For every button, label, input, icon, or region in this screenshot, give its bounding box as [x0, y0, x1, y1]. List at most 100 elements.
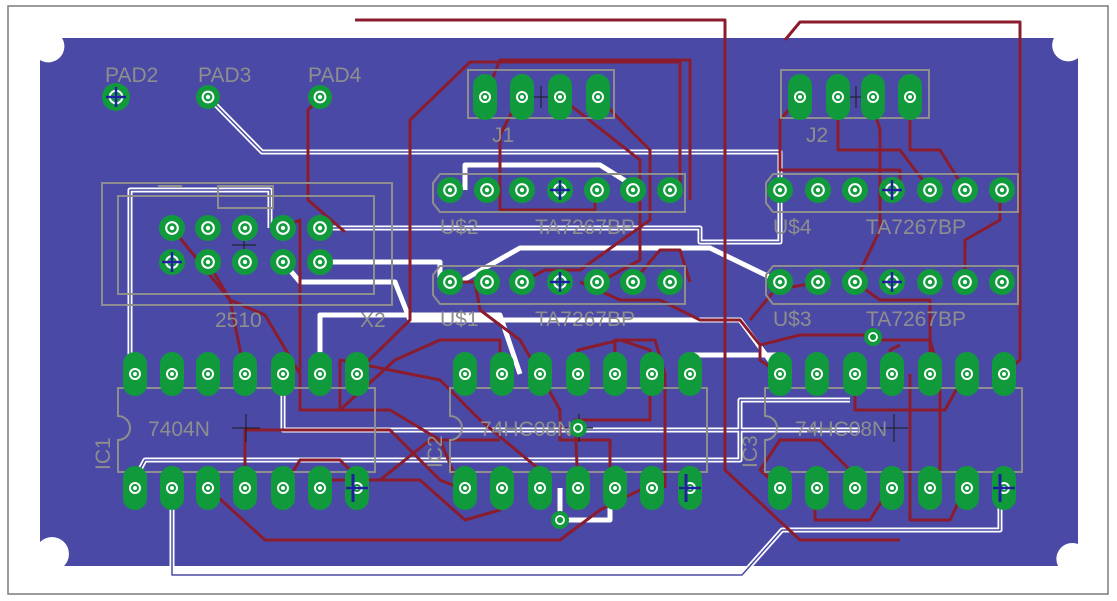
pad-us1-4: [547, 269, 573, 295]
pad-us4-4: [879, 177, 905, 203]
label-pad2: PAD2: [105, 64, 158, 87]
pad-ic3-top-7: [992, 352, 1016, 396]
pad-x2-top-2: [195, 215, 221, 241]
pad-ic1-bot-3: [196, 466, 220, 510]
pad-ic1-top-4: [233, 352, 257, 396]
pad-ic2-top-3: [528, 352, 552, 396]
pad-us3-2: [805, 269, 831, 295]
label-ic1-value: 7404N: [148, 418, 210, 441]
pad-ic1-top-5: [271, 352, 295, 396]
pad-ic1-top-1: [123, 352, 147, 396]
pad-x2-bot-4: [270, 249, 296, 275]
pad-ic1-top-7: [345, 352, 369, 396]
label-us4: U$4: [773, 216, 812, 239]
pad-us4-6: [952, 177, 978, 203]
label-us3-value: TA7267BP: [866, 308, 966, 331]
labels-layer: PAD2 PAD3 PAD4 J1 J2 U$2 TA7267BP U$4 TA…: [92, 64, 966, 470]
pad-us3-4: [879, 269, 905, 295]
pad-us2-1: [437, 177, 463, 203]
pad-x2-bot-1: [159, 249, 185, 275]
pad-us2-2: [474, 177, 500, 203]
pad-ic3-bot-1: [768, 466, 792, 510]
label-j1: J1: [492, 124, 514, 147]
label-pad4: PAD4: [308, 64, 362, 87]
pad-j2-4: [898, 74, 922, 120]
pad-j2-3: [861, 74, 885, 120]
pad-ic2-bot-3: [528, 466, 552, 510]
pad-us4-5: [917, 177, 943, 203]
pad-j2-2: [826, 74, 850, 120]
pad-ic1-bot-7: [345, 466, 369, 510]
pad-x2-bot-3: [232, 249, 258, 275]
label-x2: X2: [360, 309, 386, 332]
pad-j2-1: [788, 74, 812, 120]
pad-us1-1: [437, 269, 463, 295]
pad-ic1-bot-5: [271, 466, 295, 510]
via-3: [864, 328, 882, 346]
pad-us3-5: [917, 269, 943, 295]
label-us2-value: TA7267BP: [535, 216, 635, 239]
pad-ic3-top-3: [843, 352, 867, 396]
pad-pad2: [102, 83, 130, 111]
pad-us2-4: [547, 177, 573, 203]
pad-ic2-bot-1: [453, 466, 477, 510]
pad-ic2-top-4: [566, 352, 590, 396]
pad-pad4: [308, 85, 332, 109]
label-x2-value: 2510: [215, 309, 262, 332]
pad-x2-top-4: [270, 215, 296, 241]
pad-ic3-top-1: [768, 352, 792, 396]
via-2: [551, 511, 569, 529]
label-ic2-value: 74HC08N: [480, 418, 572, 441]
pad-ic2-bot-2: [490, 466, 514, 510]
pad-ic1-top-6: [308, 352, 332, 396]
pad-ic2-top-1: [453, 352, 477, 396]
pad-ic2-bot-5: [603, 466, 627, 510]
pad-ic2-bot-4: [566, 466, 590, 510]
pad-us2-7: [657, 177, 683, 203]
pad-j1-4: [586, 74, 610, 120]
label-us1: U$1: [440, 308, 479, 331]
label-ic3: IC3: [739, 435, 762, 468]
pad-ic2-bot-7: [678, 466, 702, 510]
pads-layer: [102, 74, 1016, 529]
label-us1-value: TA7267BP: [535, 308, 635, 331]
pad-j1-3: [548, 74, 572, 120]
pad-ic3-top-6: [955, 352, 979, 396]
pad-ic1-top-3: [196, 352, 220, 396]
label-us3: U$3: [773, 308, 812, 331]
pad-us1-6: [620, 269, 646, 295]
pad-ic1-bot-4: [233, 466, 257, 510]
label-us2: U$2: [440, 216, 479, 239]
pad-ic2-top-7: [678, 352, 702, 396]
pad-us1-7: [657, 269, 683, 295]
pad-ic1-bot-2: [160, 466, 184, 510]
label-ic2: IC2: [424, 435, 447, 468]
pad-us3-3: [842, 269, 868, 295]
pad-us4-2: [805, 177, 831, 203]
pad-x2-top-3: [232, 215, 258, 241]
label-ic1: IC1: [92, 437, 115, 470]
pad-ic3-bot-7: [992, 466, 1016, 510]
pad-ic3-bot-5: [918, 466, 942, 510]
corner-marks: [31, 29, 1089, 571]
pad-ic1-bot-6: [308, 466, 332, 510]
pad-ic1-bot-1: [123, 466, 147, 510]
pad-us3-7: [989, 269, 1015, 295]
pad-ic3-top-4: [880, 352, 904, 396]
pad-us1-5: [584, 269, 610, 295]
pad-x2-top-1: [159, 215, 185, 241]
pad-x2-bot-2: [195, 249, 221, 275]
pad-ic3-bot-6: [955, 466, 979, 510]
pad-ic3-bot-3: [843, 466, 867, 510]
pad-ic3-bot-4: [880, 466, 904, 510]
label-j2: J2: [806, 124, 828, 147]
pad-pad3: [196, 85, 220, 109]
via-1: [569, 419, 587, 437]
pad-us4-7: [989, 177, 1015, 203]
label-pad3: PAD3: [198, 64, 251, 87]
pad-ic3-bot-2: [805, 466, 829, 510]
pad-us1-3: [509, 269, 535, 295]
label-us4-value: TA7267BP: [866, 216, 966, 239]
pad-ic2-top-6: [640, 352, 664, 396]
